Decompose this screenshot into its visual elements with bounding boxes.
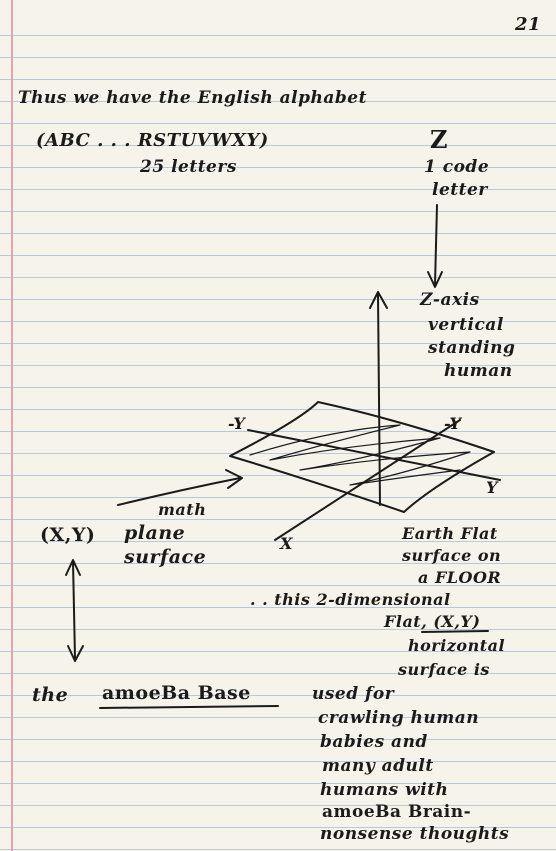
standing-label: standing [428, 338, 516, 358]
xy-underline [421, 630, 489, 633]
plane-outline [229, 401, 495, 513]
double-arrow-bottom [67, 645, 84, 662]
y-right-label: Y [486, 478, 498, 497]
the-label: the [32, 684, 69, 706]
page-number: 21 [515, 14, 542, 35]
xy-left-label: (X,Y) [40, 524, 96, 546]
humans-with-label: humans with [320, 780, 449, 800]
nonsense-label: nonsense thoughts [320, 824, 510, 844]
neg-y-right-label: -Y [444, 414, 462, 433]
x-axis-line [274, 419, 461, 541]
plane-hatch [249, 424, 471, 486]
math-arrow-line [117, 477, 241, 506]
surface-left-label: surface [124, 546, 207, 568]
z-axis-arrow-head [369, 291, 388, 309]
z-down-arrow-head [427, 271, 443, 288]
this-2d-label: . . this 2-dimensional [250, 590, 451, 609]
vertical-label: vertical [428, 315, 504, 335]
z-axis-label: Z-axis [420, 290, 480, 310]
double-arrow-line [72, 561, 76, 659]
plane-label: plane [124, 522, 186, 544]
alphabet-letters: (ABC . . . RSTUVWXY) [36, 130, 269, 151]
math-arrow-head [225, 469, 243, 489]
z-letter: Z [430, 125, 449, 154]
surface-is-label: surface is [398, 660, 490, 679]
y-axis-line [247, 429, 501, 481]
horizontal-label: horizontal [408, 636, 506, 655]
crawling-label: crawling human [318, 708, 480, 728]
babies-label: babies and [320, 732, 428, 752]
one-code: 1 code [424, 157, 490, 177]
math-label: math [158, 500, 207, 519]
x-axis-label: X [280, 534, 293, 553]
amoeba-underline [99, 705, 279, 709]
earth-flat-label: Earth Flat [402, 524, 498, 543]
human-label: human [444, 361, 513, 381]
neg-y-left-label: -Y [228, 414, 246, 433]
line-english-alphabet: Thus we have the English alphabet [18, 88, 367, 108]
a-floor-label: a FLOOR [418, 568, 502, 587]
letters-25: 25 letters [140, 157, 237, 177]
z-down-arrow-line [434, 204, 438, 286]
amoeba-base-label: amoeBa Base [102, 682, 251, 704]
amoeba-brain-label: amoeBa Brain- [322, 802, 472, 822]
flat-xy-label: Flat, (X,Y) [384, 612, 481, 631]
code-letter: letter [432, 180, 488, 200]
many-adult-label: many adult [322, 756, 434, 776]
double-arrow-top [65, 559, 81, 576]
margin-line [11, 0, 13, 851]
surface-on-label: surface on [402, 546, 502, 565]
used-for-label: used for [312, 684, 395, 704]
z-axis-line [377, 294, 381, 506]
